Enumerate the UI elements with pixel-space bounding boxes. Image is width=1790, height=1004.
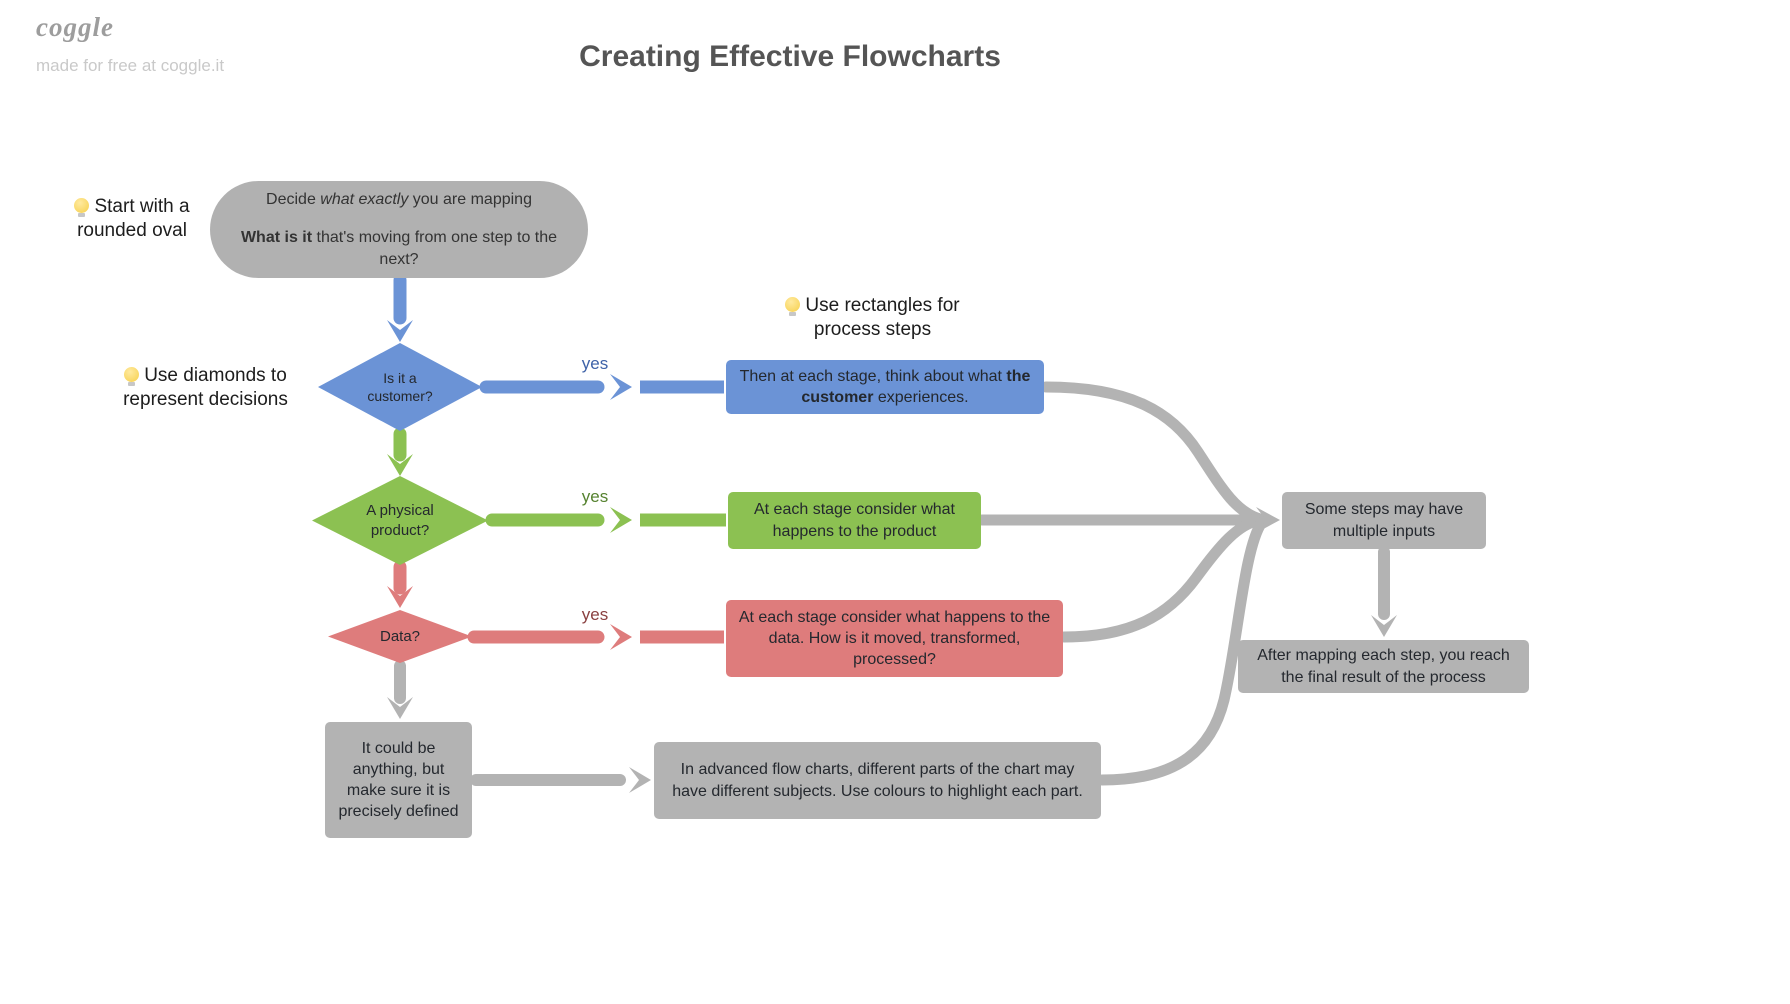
oval-text-bold: What is it: [240, 229, 313, 247]
final-result-text: After mapping each step, you reach the f…: [1257, 647, 1510, 686]
advanced-box-text: In advanced flow charts, different parts…: [672, 761, 1083, 800]
tip-start-oval-label: Start with a rounded oval: [77, 196, 190, 241]
oval-text: Decide: [266, 191, 321, 209]
arrow-customer-yes: [479, 374, 724, 400]
arrow-advanced-to-multiple: [1096, 516, 1268, 786]
lightbulb-icon: [74, 198, 90, 217]
arrow-data-rect-to-multiple: [1058, 514, 1266, 643]
data-diamond-label: Data?: [379, 627, 421, 645]
arrow-data-yes: [467, 624, 724, 650]
arrowhead-multiple-inputs: [1256, 507, 1280, 533]
customer-rect-text-bold: the customer: [801, 367, 1031, 406]
arrow-product-yes: [485, 507, 726, 533]
coggle-logo: coggle: [36, 12, 114, 42]
tip-rectangles: Use rectangles for process steps: [765, 294, 980, 342]
customer-rect-text: Then at each stage, think about what: [739, 367, 1007, 385]
edge-label-data-yes: yes: [581, 605, 609, 624]
lightbulb-icon: [124, 367, 140, 386]
anything-box-text: It could be anything, but make sure it i…: [338, 739, 459, 821]
tip-rectangles-label: Use rectangles for process steps: [805, 295, 960, 340]
edge-label-customer-yes: yes: [581, 354, 609, 373]
edge-label-product-yes: yes: [581, 487, 609, 506]
oval-text-italic: what exactly: [320, 191, 409, 209]
page-title: Creating Effective Flowcharts: [579, 40, 1001, 73]
customer-process-rect: Then at each stage, think about what the…: [726, 360, 1044, 414]
anything-box: It could be anything, but make sure it i…: [325, 722, 472, 838]
arrow-product-to-data: [387, 560, 413, 608]
arrow-data-to-anything: [387, 660, 413, 719]
oval-text: that's moving from one step to the next?: [312, 229, 558, 268]
data-process-rect: At each stage consider what happens to t…: [726, 600, 1063, 677]
advanced-box: In advanced flow charts, different parts…: [654, 742, 1101, 819]
coggle-tagline: made for free at coggle.it: [36, 56, 225, 75]
product-diamond-label: A physical product?: [366, 501, 434, 539]
arrow-customer-rect-to-multiple: [1040, 381, 1266, 525]
tip-diamonds: Use diamonds to represent decisions: [103, 364, 308, 412]
multiple-inputs-box: Some steps may have multiple inputs: [1282, 492, 1486, 549]
oval-text: you are mapping: [408, 191, 532, 209]
tip-start-oval: Start with a rounded oval: [52, 195, 212, 243]
arrow-customer-to-product: [387, 427, 413, 476]
customer-rect-text: experiences.: [873, 389, 969, 406]
start-oval-node: Decide what exactly you are mapping What…: [210, 181, 588, 278]
multiple-inputs-text: Some steps may have multiple inputs: [1304, 501, 1464, 540]
tip-diamonds-label: Use diamonds to represent decisions: [123, 365, 288, 410]
arrow-anything-to-advanced: [470, 767, 651, 793]
data-rect-text: At each stage consider what happens to t…: [738, 608, 1051, 669]
arrow-multiple-to-final: [1371, 546, 1397, 637]
lightbulb-icon: [785, 297, 801, 316]
arrow-oval-to-customer: [387, 273, 413, 342]
customer-diamond-label: Is it a customer?: [367, 369, 433, 404]
product-rect-text: At each stage consider what happens to t…: [753, 501, 955, 540]
final-result-box: After mapping each step, you reach the f…: [1238, 640, 1529, 693]
product-process-rect: At each stage consider what happens to t…: [728, 492, 981, 549]
